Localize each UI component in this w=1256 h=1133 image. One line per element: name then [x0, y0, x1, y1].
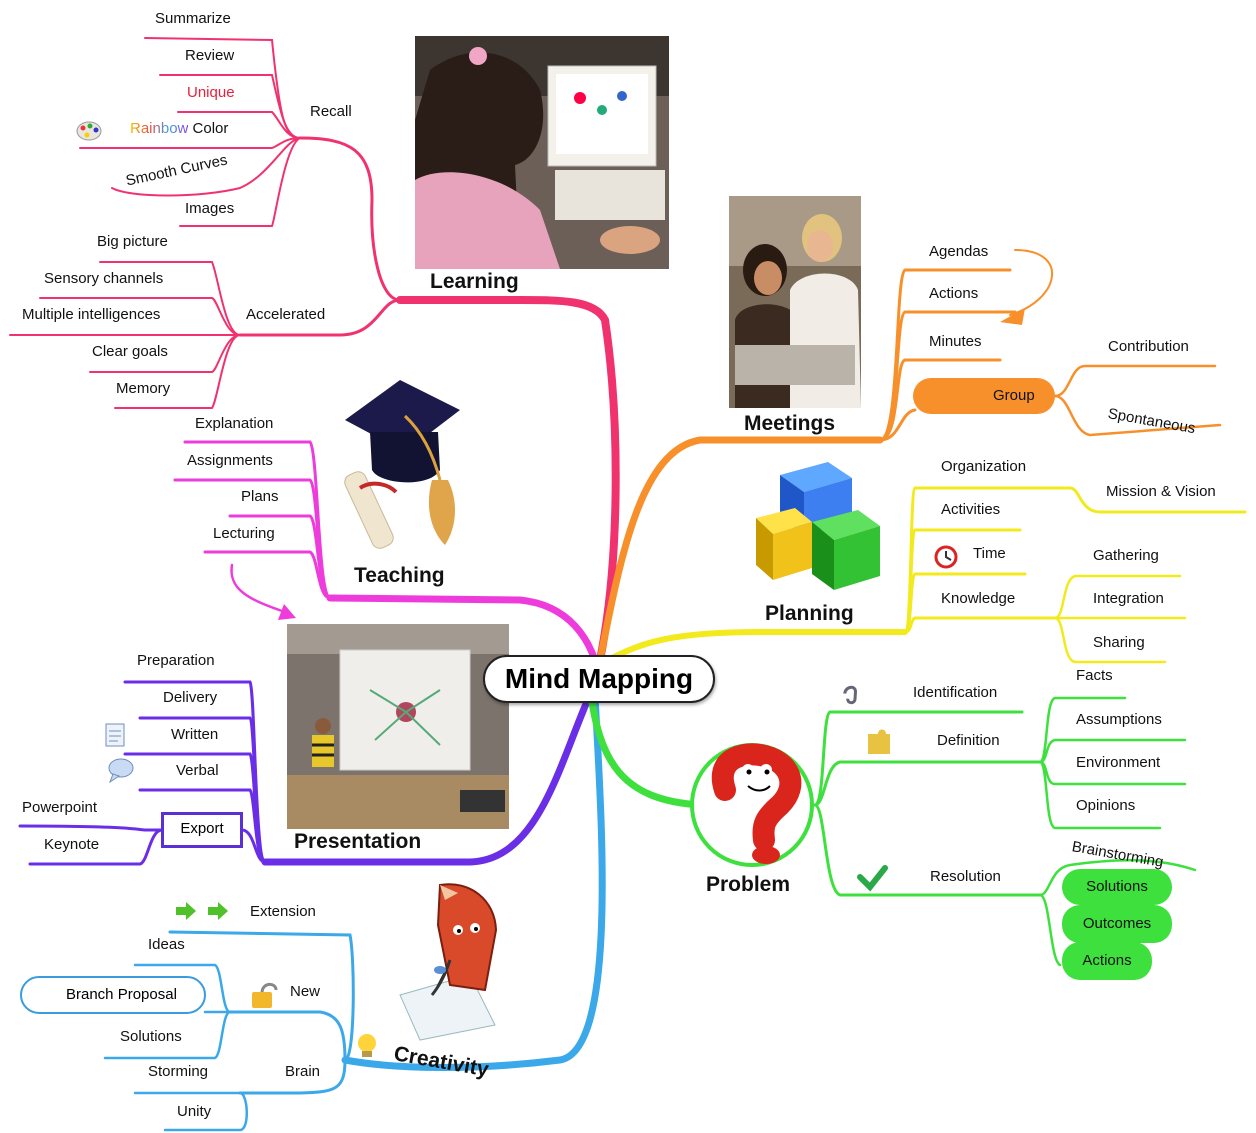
presentation-topic[interactable]: Presentation — [294, 830, 422, 853]
graduation-cap-icon — [344, 380, 460, 549]
planning-branch-lines — [597, 486, 1247, 668]
export-topic[interactable]: Export — [161, 812, 243, 848]
learning-branch-lines — [9, 37, 620, 664]
gathering-topic[interactable]: Gathering — [1093, 547, 1159, 564]
clear-goals-topic[interactable]: Clear goals — [92, 343, 168, 360]
facts-topic[interactable]: Facts — [1076, 667, 1113, 684]
planning-topic[interactable]: Planning — [765, 602, 854, 625]
lecturing-topic[interactable]: Lecturing — [213, 525, 275, 542]
resolution-topic[interactable]: Resolution — [930, 868, 1001, 885]
memory-topic[interactable]: Memory — [116, 380, 171, 397]
solutions-resolution-topic[interactable]: Solutions — [1062, 869, 1172, 905]
creativity-branch-lines — [103, 691, 606, 1132]
time-topic[interactable]: Time — [973, 545, 1006, 562]
question-mark-mascot-icon — [690, 743, 814, 867]
speech-bubble-icon — [108, 758, 134, 784]
big-picture-topic[interactable]: Big picture — [97, 233, 168, 250]
outcomes-topic[interactable]: Outcomes — [1062, 905, 1172, 943]
presentation-branch-lines — [18, 680, 596, 866]
opinions-topic[interactable]: Opinions — [1076, 797, 1136, 814]
delivery-topic[interactable]: Delivery — [163, 689, 218, 706]
rainbow-palette-icon — [76, 121, 102, 141]
verbal-topic[interactable]: Verbal — [176, 762, 219, 779]
cubes-icon — [756, 462, 880, 590]
color-word: Color — [192, 120, 229, 137]
meetings-branch-lines — [596, 249, 1222, 664]
rainbow-color-topic[interactable]: Rainbow Color — [130, 120, 228, 138]
unlocked-padlock-icon — [252, 982, 278, 1008]
presentation-photo — [287, 624, 509, 829]
knowledge-topic[interactable]: Knowledge — [941, 590, 1016, 607]
group-label: Group — [993, 387, 1035, 404]
solutions-idea-topic[interactable]: Solutions — [120, 1028, 182, 1045]
problem-topic[interactable]: Problem — [706, 873, 791, 896]
sharing-topic[interactable]: Sharing — [1093, 634, 1145, 651]
contribution-topic[interactable]: Contribution — [1108, 338, 1189, 355]
extension-topic[interactable]: Extension — [250, 903, 316, 920]
teaching-topic[interactable]: Teaching — [354, 564, 445, 587]
branch-proposal-label: Branch Proposal — [66, 986, 177, 1003]
images-topic[interactable]: Images — [185, 200, 235, 217]
identification-topic[interactable]: Identification — [913, 684, 998, 701]
activities-topic[interactable]: Activities — [941, 501, 1001, 518]
learning-photo — [415, 36, 669, 269]
minutes-topic[interactable]: Minutes — [929, 333, 982, 350]
ideas-topic[interactable]: Ideas — [148, 936, 185, 953]
lightbulb-icon — [358, 1034, 376, 1057]
assumptions-topic[interactable]: Assumptions — [1076, 711, 1162, 728]
organization-topic[interactable]: Organization — [941, 458, 1027, 475]
central-topic[interactable]: Mind Mapping — [483, 655, 715, 703]
meetings-photo — [729, 196, 861, 408]
unique-topic[interactable]: Unique — [187, 84, 235, 101]
agendas-topic[interactable]: Agendas — [929, 243, 989, 260]
group-topic[interactable]: Group — [913, 378, 1055, 414]
paperclip-icon — [843, 685, 857, 705]
unity-topic[interactable]: Unity — [177, 1103, 212, 1120]
explanation-topic[interactable]: Explanation — [195, 415, 274, 432]
sensory-channels-topic[interactable]: Sensory channels — [44, 270, 164, 287]
document-icon — [105, 723, 125, 747]
learning-topic[interactable]: Learning — [430, 270, 519, 293]
summarize-topic[interactable]: Summarize — [155, 10, 231, 27]
green-arrows-icon — [176, 902, 228, 920]
accelerated-topic[interactable]: Accelerated — [246, 306, 326, 323]
alarm-clock-icon — [934, 545, 958, 569]
problem-branch-lines — [586, 686, 1197, 967]
puzzle-piece-icon — [868, 729, 890, 754]
storming-topic[interactable]: Storming — [148, 1063, 209, 1080]
definition-topic[interactable]: Definition — [937, 732, 1000, 749]
keynote-topic[interactable]: Keynote — [44, 836, 100, 853]
multiple-intelligences-topic[interactable]: Multiple intelligences — [22, 306, 161, 323]
rainbow-word: Rainbow — [130, 120, 189, 137]
environment-topic[interactable]: Environment — [1076, 754, 1161, 771]
integration-topic[interactable]: Integration — [1093, 590, 1164, 607]
preparation-topic[interactable]: Preparation — [137, 652, 215, 669]
powerpoint-topic[interactable]: Powerpoint — [22, 799, 98, 816]
review-topic[interactable]: Review — [185, 47, 235, 64]
actions-resolution-topic[interactable]: Actions — [1062, 942, 1152, 980]
branch-proposal-topic[interactable]: Branch Proposal — [20, 976, 206, 1014]
assignments-topic[interactable]: Assignments — [187, 452, 273, 469]
meetings-topic[interactable]: Meetings — [744, 412, 836, 435]
actions-meeting-topic[interactable]: Actions — [929, 285, 979, 302]
new-topic[interactable]: New — [290, 983, 321, 1000]
written-topic[interactable]: Written — [171, 726, 219, 743]
mission-vision-topic[interactable]: Mission & Vision — [1106, 483, 1216, 500]
brain-topic[interactable]: Brain — [285, 1063, 321, 1080]
checkmark-icon — [857, 865, 888, 892]
recall-topic[interactable]: Recall — [310, 103, 352, 120]
plans-topic[interactable]: Plans — [241, 488, 279, 505]
pencil-character-icon — [399, 883, 498, 1041]
